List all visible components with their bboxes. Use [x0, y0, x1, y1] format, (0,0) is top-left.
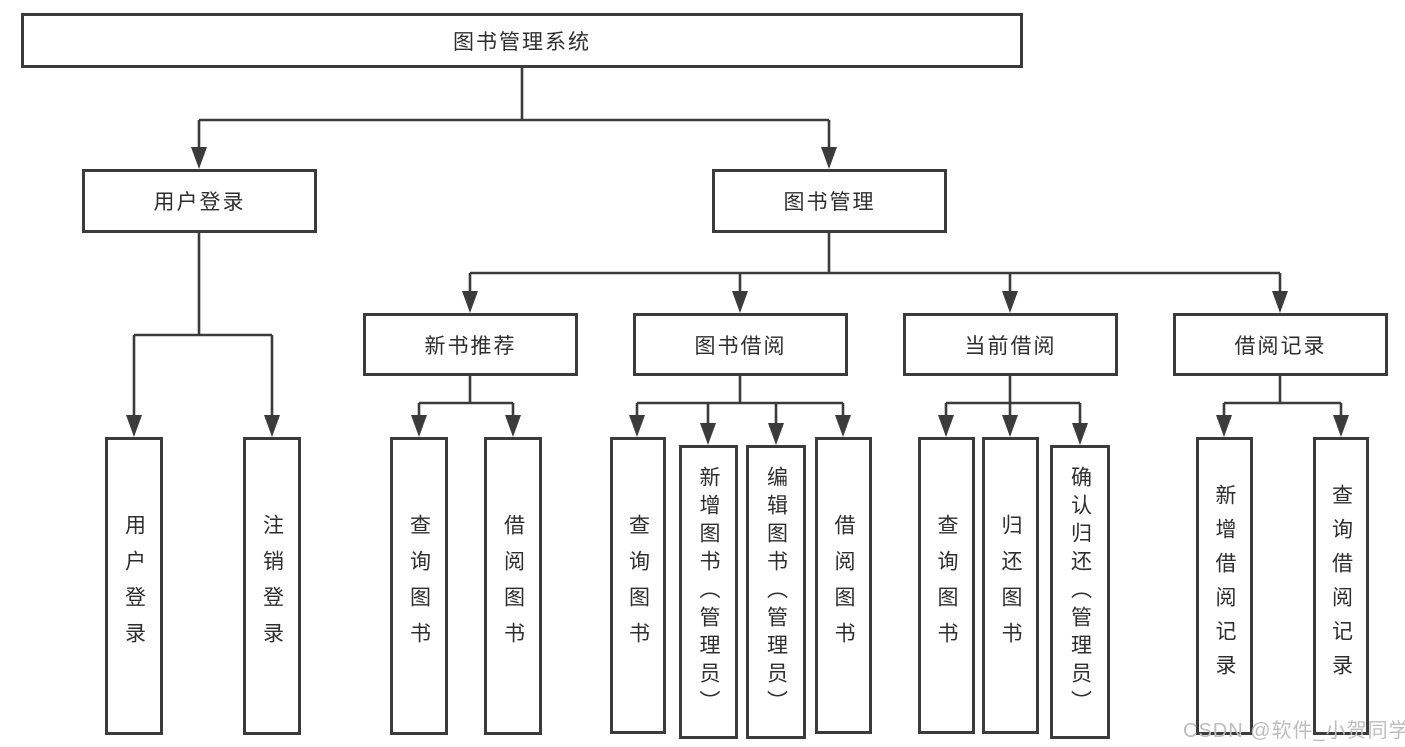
node-user-login: 用户登录 [82, 169, 317, 233]
node-current-borrowing: 当前借阅 [903, 313, 1118, 376]
node-label: 新增借阅记录 [1213, 484, 1236, 688]
node-label: 查询借阅记录 [1329, 484, 1353, 688]
node-label: 借阅图书 [501, 514, 525, 658]
node-label: 借阅记录 [1234, 334, 1327, 358]
node-leaf-query-borrow-record: 查询借阅记录 [1313, 437, 1369, 735]
node-label: 注销登录 [260, 514, 284, 658]
node-leaf-query-books-3: 查询图书 [918, 437, 975, 734]
node-leaf-confirm-return-admin: 确认归还（管理员） [1050, 445, 1110, 739]
node-label: 用户登录 [122, 514, 146, 658]
node-label: 图书借阅 [694, 334, 787, 358]
node-leaf-query-books-2: 查询图书 [610, 437, 666, 734]
node-label: 借阅图书 [832, 513, 855, 658]
node-leaf-borrow-books-2: 借阅图书 [815, 437, 872, 734]
node-label: 确认归还（管理员） [1068, 466, 1092, 718]
node-label: 查询图书 [935, 513, 958, 658]
node-leaf-add-books-admin: 新增图书（管理员） [679, 445, 738, 739]
node-new-book-recommend: 新书推荐 [363, 313, 578, 376]
node-label: 归还图书 [999, 513, 1022, 658]
node-leaf-query-books-1: 查询图书 [390, 437, 448, 735]
node-label: 新书推荐 [424, 334, 517, 358]
node-leaf-logout: 注销登录 [243, 437, 301, 735]
node-borrow-records: 借阅记录 [1173, 313, 1388, 376]
node-label: 查询图书 [407, 514, 431, 658]
node-leaf-edit-books-admin: 编辑图书（管理员） [746, 445, 806, 739]
node-label: 当前借阅 [964, 334, 1057, 358]
csdn-watermark: CSDN @软件_小贺同学 [1183, 720, 1405, 742]
node-label: 图书管理系统 [453, 30, 591, 54]
node-label: 新增图书（管理员） [697, 466, 720, 718]
node-label: 用户登录 [153, 191, 246, 214]
node-leaf-add-borrow-record: 新增借阅记录 [1196, 437, 1253, 735]
node-book-borrowing: 图书借阅 [633, 313, 848, 376]
node-book-management: 图书管理 [712, 169, 947, 233]
node-label: 编辑图书（管理员） [764, 466, 788, 718]
node-leaf-user-login: 用户登录 [105, 437, 163, 735]
node-leaf-borrow-books-1: 借阅图书 [484, 437, 542, 735]
node-leaf-return-books: 归还图书 [982, 437, 1039, 734]
node-label: 图书管理 [783, 191, 876, 214]
node-label: 查询图书 [626, 513, 650, 658]
node-root-library-system: 图书管理系统 [21, 13, 1023, 68]
